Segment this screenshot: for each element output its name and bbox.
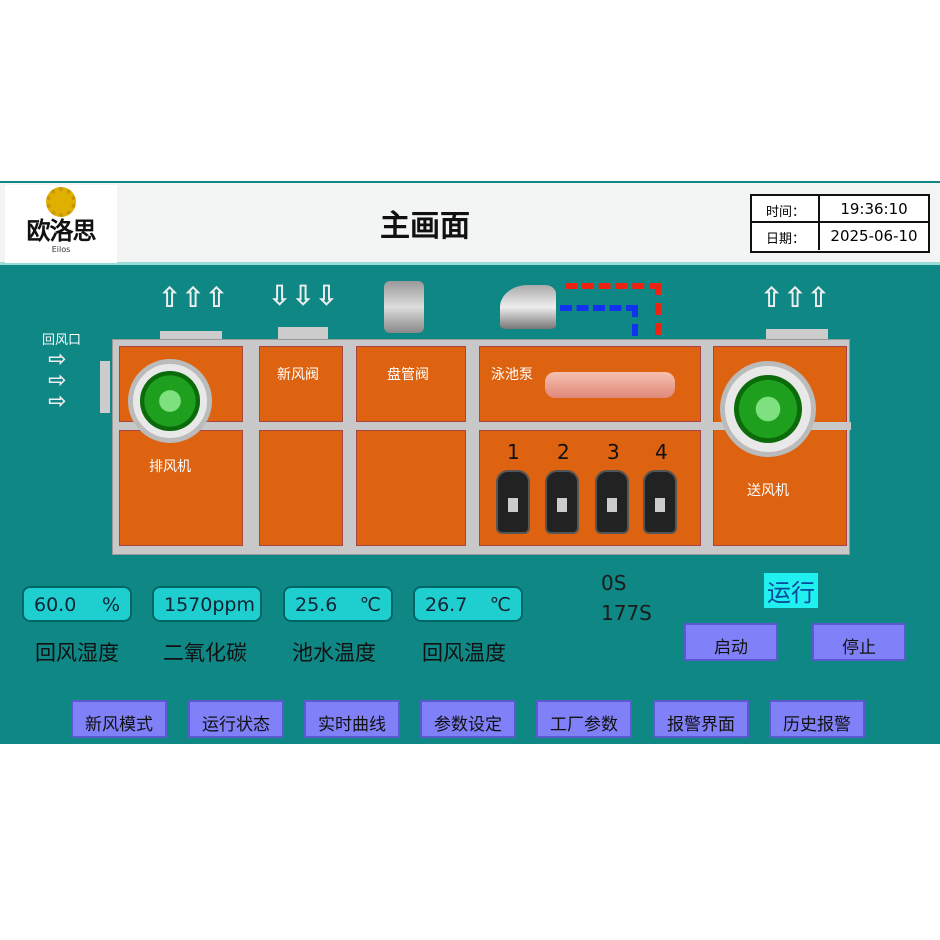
reading-label: 回风湿度 xyxy=(35,641,119,665)
date-value: 2025-06-10 xyxy=(830,227,918,245)
logo-subtext: Eilos xyxy=(51,245,71,254)
unit: % xyxy=(101,594,120,616)
hmi-screen: 欧洛思 Eilos 主画面 时间：19:36:10 日期：2025-06-10 … xyxy=(0,181,940,744)
unit: ℃ xyxy=(359,594,381,616)
compressor-number: 2 xyxy=(557,440,570,464)
value: 60.0 xyxy=(34,594,77,616)
reading-label: 池水温度 xyxy=(292,641,376,665)
supply-arrows-icon: ⇧⇧⇧ xyxy=(760,281,831,314)
nav-parameter-settings[interactable]: 参数设定 xyxy=(420,700,516,738)
logo-text: 欧洛思 xyxy=(26,217,97,245)
time-value: 19:36:10 xyxy=(840,200,908,218)
return-air-arrows-icon: ⇨⇨⇨ xyxy=(48,347,67,414)
gear-logo-icon xyxy=(46,187,76,217)
exhaust-arrows-icon: ⇧⇧⇧ xyxy=(158,281,229,314)
reading-label: 回风温度 xyxy=(422,641,506,665)
exhaust-fan-icon[interactable] xyxy=(128,359,212,443)
nav-factory-parameters[interactable]: 工厂参数 xyxy=(536,700,632,738)
nav-alarm-history[interactable]: 历史报警 xyxy=(769,700,865,738)
nav-run-status[interactable]: 运行状态 xyxy=(188,700,284,738)
compressor-icon[interactable] xyxy=(643,470,677,534)
logo: 欧洛思 Eilos xyxy=(5,185,117,263)
datetime-panel: 时间： 19:36:10 日期： 2025-06-10 xyxy=(750,194,930,253)
compressor-icon[interactable] xyxy=(496,470,530,534)
return-air-label: 回风口 xyxy=(42,333,82,348)
value: 1570 xyxy=(164,594,213,616)
start-button[interactable]: 启动 xyxy=(684,623,778,661)
stop-button[interactable]: 停止 xyxy=(812,623,906,661)
status-badge: 运行 xyxy=(764,573,818,608)
timer-1: 0S xyxy=(601,571,627,595)
nav-realtime-curve[interactable]: 实时曲线 xyxy=(304,700,400,738)
nav-alarm-screen[interactable]: 报警界面 xyxy=(653,700,749,738)
header: 欧洛思 Eilos 主画面 时间： 19:36:10 日期： 2025-06-10 xyxy=(0,183,940,265)
compressor-icon[interactable] xyxy=(545,470,579,534)
coil-valve-icon[interactable] xyxy=(384,281,424,333)
time-label: 时间： xyxy=(752,196,820,221)
value: 25.6 xyxy=(295,594,338,616)
fresh-air-inlet xyxy=(278,327,328,339)
coil-valve-label: 盘管阀 xyxy=(387,367,429,383)
pool-temp-field: 25.6 ℃ xyxy=(283,586,393,622)
hot-pipe xyxy=(565,283,661,355)
return-air-damper xyxy=(100,361,110,413)
compressor-number: 4 xyxy=(655,440,668,464)
supply-fan-icon[interactable] xyxy=(720,361,816,457)
pool-pump-label: 泳池泵 xyxy=(491,367,533,383)
pool-pump-icon[interactable] xyxy=(500,285,556,329)
heat-exchanger-icon xyxy=(545,372,675,398)
page-title: 主画面 xyxy=(380,209,470,244)
fresh-air-valve-label: 新风阀 xyxy=(277,367,319,383)
nav-fresh-air-mode[interactable]: 新风模式 xyxy=(71,700,167,738)
return-humidity-field: 60.0% xyxy=(22,586,132,622)
supply-outlet xyxy=(766,329,828,341)
unit: ppm xyxy=(212,594,255,616)
reading-label: 二氧化碳 xyxy=(163,641,247,665)
fresh-air-arrows-icon: ⇩⇩⇩ xyxy=(268,279,339,312)
compressor-icon[interactable] xyxy=(595,470,629,534)
cold-pipe xyxy=(560,305,638,355)
compressor-number: 1 xyxy=(507,440,520,464)
date-label: 日期： xyxy=(752,223,820,250)
compressor-number: 3 xyxy=(607,440,620,464)
timer-2: 177S xyxy=(601,601,652,625)
supply-fan-label: 送风机 xyxy=(747,483,789,499)
unit: ℃ xyxy=(489,594,511,616)
value: 26.7 xyxy=(425,594,468,616)
return-temp-field: 26.7 ℃ xyxy=(413,586,523,622)
exhaust-fan-label: 排风机 xyxy=(149,459,191,475)
